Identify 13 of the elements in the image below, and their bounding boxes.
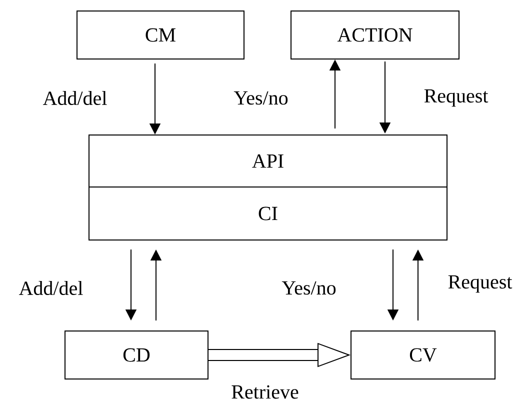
edge-label: Yes/no xyxy=(280,280,338,296)
process-box: CV xyxy=(350,330,496,380)
process-box: CD xyxy=(64,330,208,380)
process-box: ACTION xyxy=(290,10,460,60)
edge-label: Add/del xyxy=(18,280,84,296)
edge-label: Request xyxy=(446,274,514,294)
edge-label: Yes/no xyxy=(232,90,290,106)
process-box: API xyxy=(88,134,448,188)
edge-label: Request xyxy=(422,88,490,108)
process-box: CI xyxy=(88,186,448,240)
edge-label: Retrieve xyxy=(230,384,300,400)
edge-label: Add/del xyxy=(42,90,108,106)
process-box: CM xyxy=(76,10,244,60)
